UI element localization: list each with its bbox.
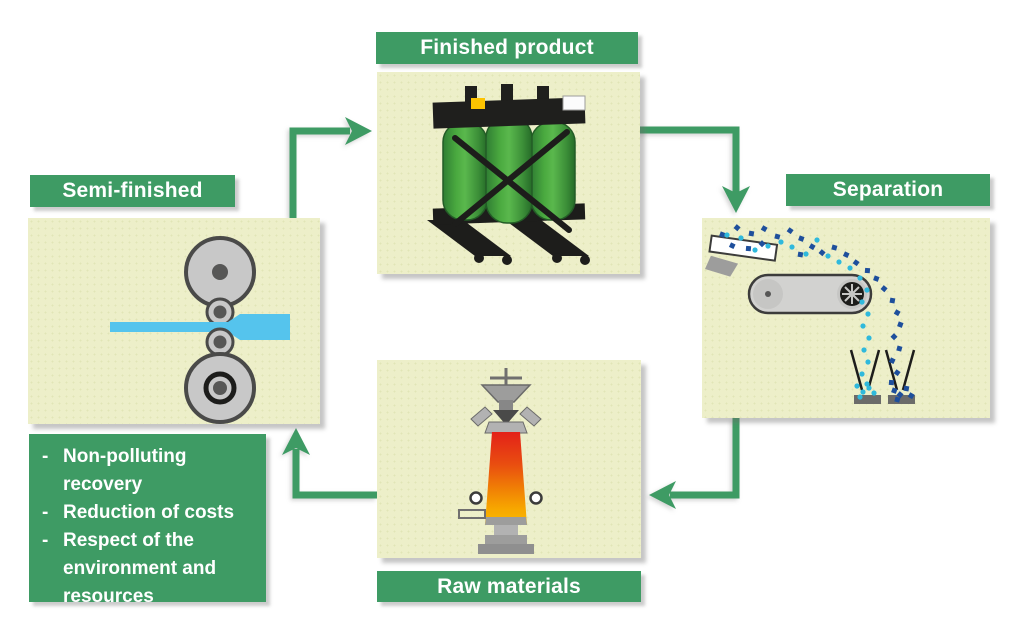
benefits-panel: - Non-polluting recovery - Reduction of … (29, 434, 266, 607)
stage-label-finished-product: Finished product (376, 32, 638, 64)
stage-label-semi-finished: Semi-finished (30, 175, 235, 207)
bullet-dash: - (42, 530, 49, 551)
benefit-text: Reduction of costs (63, 502, 235, 523)
stage-panel-separation (702, 218, 990, 418)
rolling-mill-icon (110, 236, 290, 424)
arrow-semifinished-to-finished (289, 117, 372, 218)
stage-panel-semi-finished (28, 218, 320, 424)
benefit-item: - Reduction of costs (42, 499, 266, 527)
dark-particles (719, 224, 915, 403)
stage-label-raw-materials: Raw materials (377, 571, 641, 602)
light-particles (724, 232, 877, 400)
stage-panel-raw-materials (377, 360, 641, 558)
arrow-raw-to-semifinished (282, 428, 377, 499)
bullet-dash: - (42, 502, 49, 523)
bullet-dash: - (42, 446, 49, 467)
stage-panel-finished-product (377, 72, 640, 274)
arrow-finished-to-separation (640, 126, 750, 213)
arrow-separation-to-raw (649, 418, 740, 509)
benefit-item: - Respect of the environment and resourc… (42, 527, 266, 611)
benefit-text: Non-polluting recovery (63, 446, 187, 495)
conveyor-separator-icon (704, 224, 916, 404)
blast-furnace-icon (458, 368, 543, 554)
transformer-icon (427, 84, 590, 265)
stage-label-separation: Separation (786, 174, 990, 206)
benefit-text: Respect of the environment and resources (63, 530, 217, 607)
benefit-item: - Non-polluting recovery (42, 443, 266, 499)
